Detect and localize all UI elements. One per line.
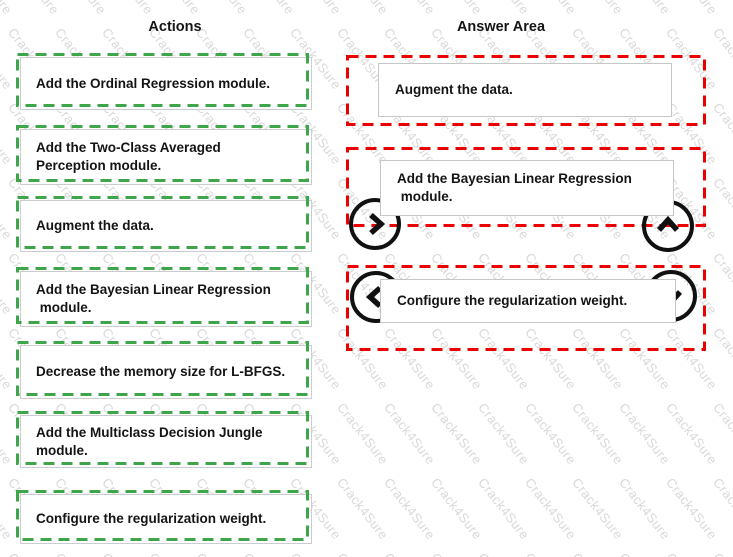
action-tile[interactable]: Decrease the memory size for L-BFGS. xyxy=(20,345,312,399)
chevron-glyph xyxy=(656,215,680,232)
action-item-label: Augment the data. xyxy=(36,218,154,233)
action-item-multiclass-decision-jungle[interactable]: Add the Multiclass Decision Jungle modul… xyxy=(16,411,312,468)
action-item-two-class-averaged-perception[interactable]: Add the Two-Class Averaged Perception mo… xyxy=(16,125,312,185)
watermark-text: Crack4Sure xyxy=(0,250,16,318)
action-tile[interactable]: Configure the regularization weight. xyxy=(20,494,312,544)
watermark-text: Crack4Sure xyxy=(52,550,109,557)
watermark-text: Crack4Sure xyxy=(616,400,674,468)
answer-area-column-title: Answer Area xyxy=(456,19,546,35)
watermark-text: Crack4Sure xyxy=(0,325,16,393)
watermark-text: Crack4Sure xyxy=(0,475,16,543)
watermark-text: Crack4Sure xyxy=(334,475,392,543)
watermark-text: Crack4Sure xyxy=(381,550,438,557)
watermark-text: Crack4Sure xyxy=(569,475,627,543)
watermark-text: Crack4Sure xyxy=(381,475,439,543)
action-tile[interactable]: Add the Two-Class Averaged Perception mo… xyxy=(20,129,312,185)
watermark-text: Crack4Sure xyxy=(710,0,733,17)
answer-item-label: Augment the data. xyxy=(395,82,513,97)
watermark-text: Crack4Sure xyxy=(522,400,580,468)
watermark-text: Crack4Sure xyxy=(663,475,721,543)
answer-item-augment-data[interactable]: Augment the data. xyxy=(378,63,672,117)
watermark-text: Crack4Sure xyxy=(287,550,344,557)
watermark-text: Crack4Sure xyxy=(428,550,485,557)
action-item-configure-regularization-weight[interactable]: Configure the regularization weight. xyxy=(16,490,312,544)
action-item-ordinal-regression[interactable]: Add the Ordinal Regression module. xyxy=(16,53,312,110)
watermark-text: Crack4Sure xyxy=(0,25,16,93)
action-item-label: Add the Bayesian Linear Regression modul… xyxy=(36,282,271,315)
watermark-text: Crack4Sure xyxy=(475,400,533,468)
watermark-text: Crack4Sure xyxy=(616,0,673,17)
watermark-text: Crack4Sure xyxy=(146,550,203,557)
watermark-text: Crack4Sure xyxy=(616,475,674,543)
action-item-decrease-memory-lbfgs[interactable]: Decrease the memory size for L-BFGS. xyxy=(16,341,312,399)
action-item-label: Add the Two-Class Averaged Perception mo… xyxy=(36,140,221,173)
watermark-text: Crack4Sure xyxy=(381,400,439,468)
watermark-text: Crack4Sure xyxy=(428,0,485,17)
watermark-text: Crack4Sure xyxy=(569,0,626,17)
watermark-text: Crack4Sure xyxy=(146,0,203,17)
watermark-text: Crack4Sure xyxy=(710,550,733,557)
watermark-text: Crack4Sure xyxy=(240,0,297,17)
answer-item-configure-regularization-weight[interactable]: Configure the regularization weight. xyxy=(380,279,676,323)
watermark-text: Crack4Sure xyxy=(710,325,733,393)
watermark-text: Crack4Sure xyxy=(99,550,156,557)
action-tile[interactable]: Augment the data. xyxy=(20,200,312,252)
answer-item-label: Add the Bayesian Linear Regression modul… xyxy=(397,171,632,204)
watermark-text: Crack4Sure xyxy=(99,0,156,17)
watermark-text: Crack4Sure xyxy=(710,100,733,168)
watermark-text: Crack4Sure xyxy=(0,100,16,168)
watermark-text: Crack4Sure xyxy=(5,0,62,17)
actions-column-title: Actions xyxy=(148,19,202,35)
watermark-text: Crack4Sure xyxy=(0,175,16,243)
watermark-text: Crack4Sure xyxy=(0,0,15,17)
action-item-augment-data[interactable]: Augment the data. xyxy=(16,196,312,252)
watermark-text: Crack4Sure xyxy=(381,0,438,17)
watermark-text: Crack4Sure xyxy=(710,475,733,543)
watermark-text: Crack4Sure xyxy=(569,550,626,557)
watermark-text: Crack4Sure xyxy=(710,250,733,318)
watermark-text: Crack4Sure xyxy=(475,550,532,557)
watermark-text: Crack4Sure xyxy=(522,0,579,17)
answer-item-bayesian-linear-regression[interactable]: Add the Bayesian Linear Regression modul… xyxy=(380,160,674,216)
action-tile[interactable]: Add the Ordinal Regression module. xyxy=(20,57,312,110)
watermark-text: Crack4Sure xyxy=(334,0,391,17)
watermark-text: Crack4Sure xyxy=(52,0,109,17)
watermark-text: Crack4Sure xyxy=(663,0,720,17)
action-item-label: Configure the regularization weight. xyxy=(36,511,267,526)
answer-slot-2: Add the Bayesian Linear Regression modul… xyxy=(346,147,706,227)
answer-item-label: Configure the regularization weight. xyxy=(397,293,628,308)
watermark-text: Crack4Sure xyxy=(193,0,250,17)
watermark-text: Crack4Sure xyxy=(522,550,579,557)
watermark-text: Crack4Sure xyxy=(0,550,15,557)
watermark-text: Crack4Sure xyxy=(710,25,733,93)
action-item-bayesian-linear-regression[interactable]: Add the Bayesian Linear Regression modul… xyxy=(16,267,312,327)
watermark-text: Crack4Sure xyxy=(710,175,733,243)
watermark-text: Crack4Sure xyxy=(428,400,486,468)
watermark-text: Crack4Sure xyxy=(334,550,391,557)
watermark-text: Crack4Sure xyxy=(616,550,673,557)
action-item-label: Add the Multiclass Decision Jungle modul… xyxy=(36,424,263,458)
watermark-text: Crack4Sure xyxy=(522,475,580,543)
action-tile[interactable]: Add the Bayesian Linear Regression modul… xyxy=(20,271,312,327)
action-item-label: Add the Ordinal Regression module. xyxy=(36,75,271,91)
action-tile[interactable]: Add the Multiclass Decision Jungle modul… xyxy=(20,415,312,468)
watermark-text: Crack4Sure xyxy=(475,475,533,543)
watermark-text: Crack4Sure xyxy=(663,550,720,557)
answer-slot-1: Augment the data. xyxy=(346,55,706,126)
watermark-text: Crack4Sure xyxy=(710,400,733,468)
action-item-label: Decrease the memory size for L-BFGS. xyxy=(36,364,286,379)
watermark-text: Crack4Sure xyxy=(0,400,16,468)
watermark-text: Crack4Sure xyxy=(5,550,62,557)
watermark-text: Crack4Sure xyxy=(569,400,627,468)
watermark-text: Crack4Sure xyxy=(428,475,486,543)
watermark-text: Crack4Sure xyxy=(475,0,532,17)
watermark-text: Crack4Sure xyxy=(334,400,392,468)
watermark-text: Crack4Sure xyxy=(663,400,721,468)
watermark-text: Crack4Sure xyxy=(287,0,344,17)
watermark-text: Crack4Sure xyxy=(240,550,297,557)
watermark-text: Crack4Sure xyxy=(193,550,250,557)
